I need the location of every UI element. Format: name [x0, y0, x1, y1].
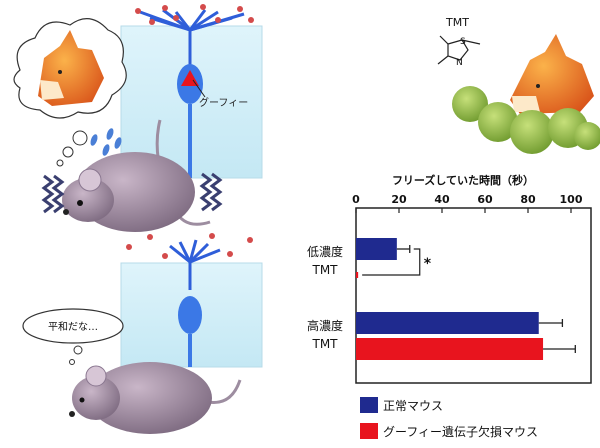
- neuron-panel-bottom: [120, 233, 263, 368]
- tmt-molecule: TMT S N: [437, 16, 481, 68]
- significance-marker: *: [424, 256, 432, 272]
- neuron-cell-body-bottom: [178, 296, 202, 334]
- chart-title: フリーズしていた時間（秒）: [392, 173, 534, 187]
- calm-mouse-icon: [69, 362, 242, 434]
- legend-swatch: [360, 423, 378, 439]
- svg-text:N: N: [456, 58, 463, 68]
- speech-text: 平和だな…: [48, 321, 98, 333]
- svg-text:S: S: [460, 37, 466, 47]
- fox-in-bushes-icon: [452, 34, 600, 154]
- goofy-label: グーフィー: [199, 96, 248, 109]
- bar: [356, 338, 544, 360]
- neuron-panel-top: グーフィー: [120, 4, 263, 179]
- category-label: TMT: [311, 337, 338, 351]
- category-label: TMT: [311, 263, 338, 277]
- legend-label: グーフィー遺伝子欠損マウス: [383, 424, 538, 439]
- x-tick-label: 40: [434, 193, 450, 206]
- chart-frame: [355, 207, 592, 384]
- bar: [356, 312, 539, 334]
- legend-label: 正常マウス: [383, 399, 443, 413]
- x-tick-label: 0: [352, 193, 360, 206]
- tmt-title: TMT: [445, 16, 469, 29]
- x-tick-label: 60: [477, 193, 493, 206]
- odor-molecules-top: [135, 4, 254, 25]
- dendrite-branches-bottom: [169, 239, 221, 290]
- x-tick-label: 20: [391, 193, 407, 206]
- category-label: 高濃度: [307, 318, 343, 333]
- x-tick-label: 80: [520, 193, 536, 206]
- legend-swatch: [360, 397, 378, 413]
- significance-bracket: [362, 248, 421, 276]
- speech-bubble: 平和だな…: [22, 308, 124, 365]
- odor-molecules-bottom: [126, 233, 253, 259]
- x-tick-label: 100: [560, 193, 583, 206]
- bar: [356, 272, 359, 278]
- fox-icon: [38, 30, 104, 106]
- shiver-lines: [41, 172, 223, 214]
- bar: [356, 238, 397, 260]
- scared-mouse-icon: [41, 119, 223, 232]
- thought-bubble: [13, 18, 127, 167]
- category-label: 低濃度: [307, 244, 343, 259]
- sweat-drops-icon: [90, 128, 122, 156]
